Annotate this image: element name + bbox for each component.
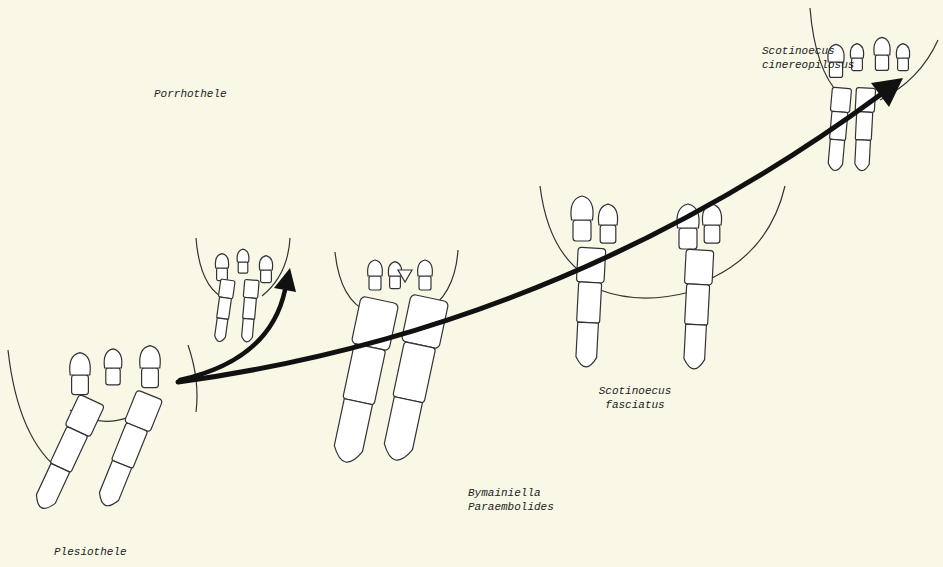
- evolution-arrow: [180, 290, 285, 380]
- arrow-head: [274, 268, 296, 292]
- taxon-label: Scotinoecus fasciatus: [590, 384, 680, 412]
- taxon-label: Scotinoecus cinereopilosus: [762, 44, 866, 72]
- taxon-label: Porrhothele: [154, 87, 244, 101]
- taxon-label: Bymainiella Paraembolides: [468, 486, 568, 514]
- evolution-arrow: [178, 95, 880, 382]
- taxon-label: Plesiothele: [54, 545, 144, 559]
- arrow-head: [871, 78, 903, 107]
